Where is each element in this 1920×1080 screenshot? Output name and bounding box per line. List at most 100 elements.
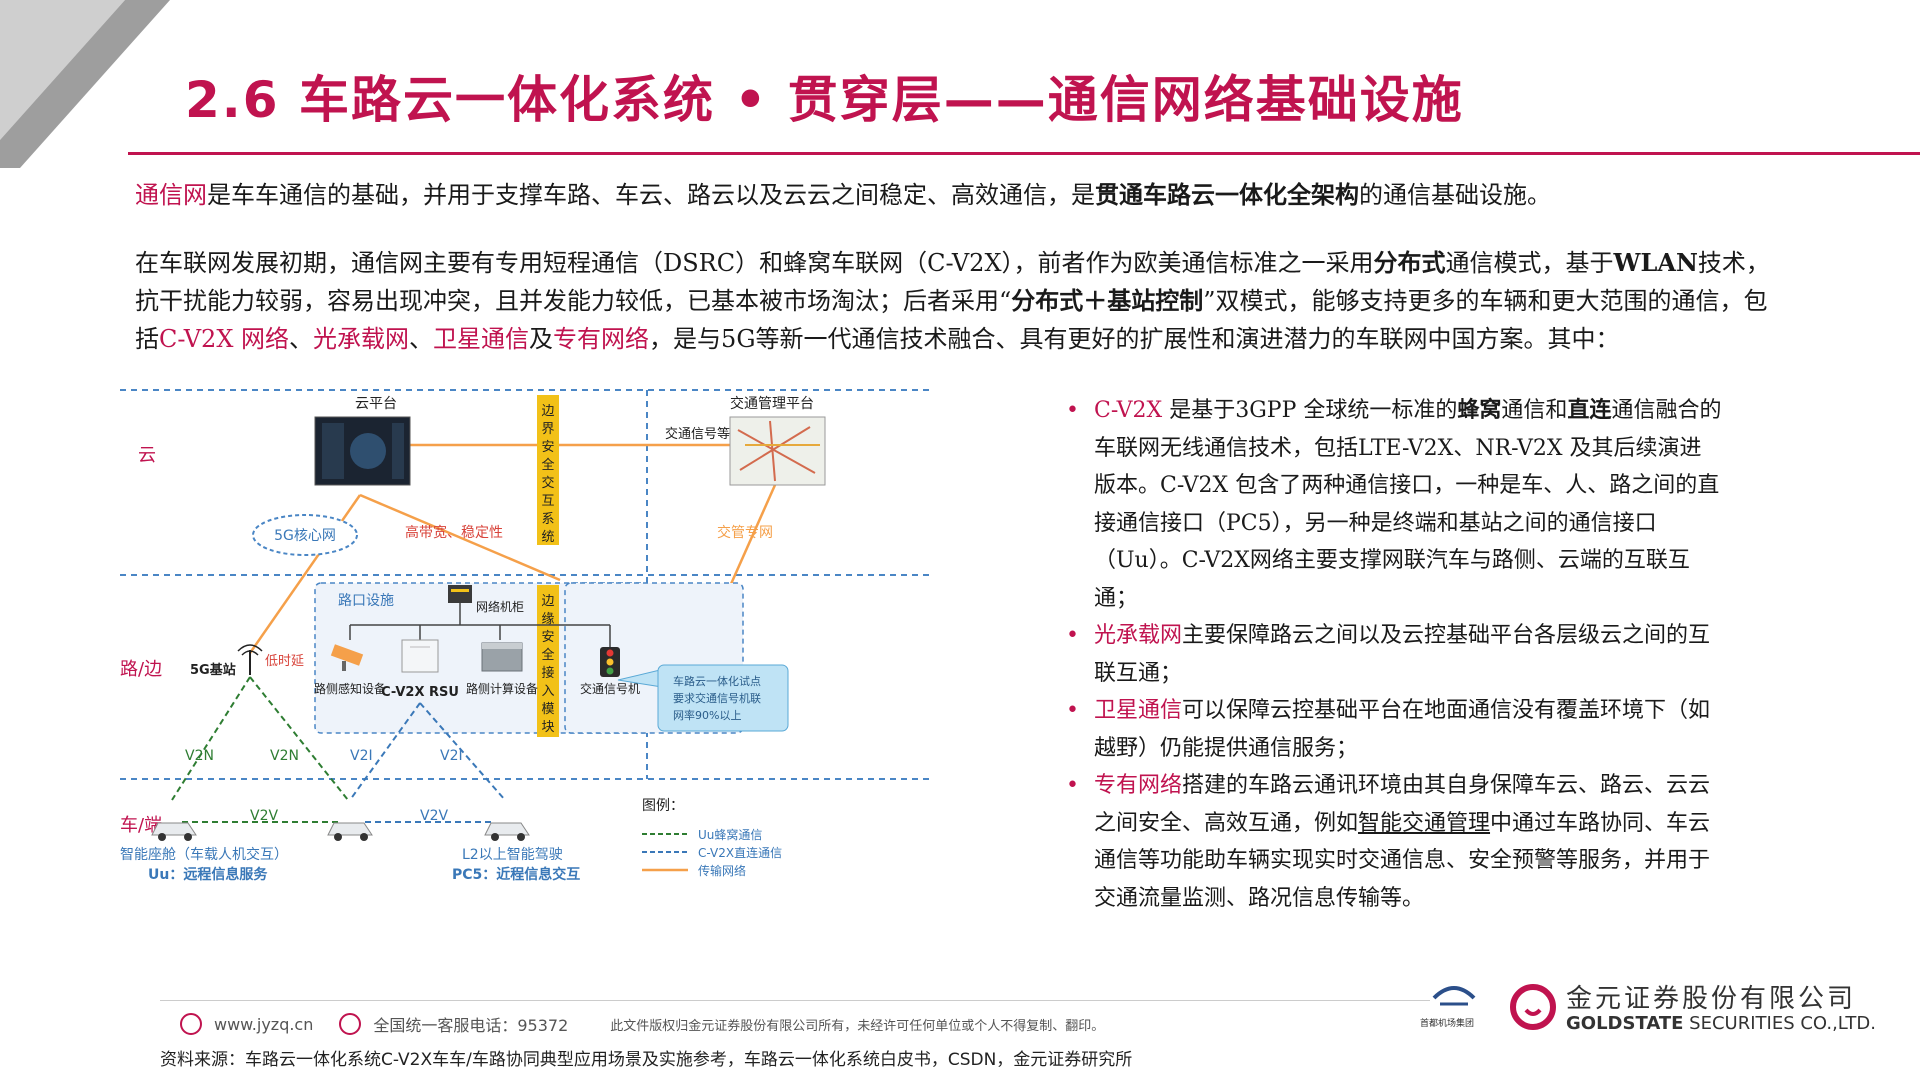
bullet-satellite-text: 可以保障云控基础平台在地面通信没有覆盖环境下（如越野）仍能提供通信服务； (1094, 698, 1711, 761)
p2-bold-3: 分布式＋基站控制 (1011, 286, 1204, 315)
globe-icon (180, 1013, 202, 1035)
bullet-satellite: 卫星通信可以保障云控基础平台在地面通信没有覆盖环境下（如越野）仍能提供通信服务； (1062, 692, 1722, 767)
car-left-caption-1: 智能座舱（车载人机交互） (120, 846, 288, 863)
company-name-en-bold: GOLDSTATE (1566, 1013, 1684, 1034)
svg-text:模: 模 (541, 702, 554, 717)
goldstate-logo-icon (1510, 984, 1556, 1030)
high-bandwidth-label: 高带宽、稳定性 (405, 524, 503, 541)
pc5-direct-lines (349, 702, 506, 823)
p2-text-3: 技术，抗干扰能力较弱，容易出现冲突，且并发能力较低，已基本被市场淘汰；后者采用“ (135, 249, 1770, 315)
bullet-cv2x: C-V2X 是基于3GPP 全球统一标准的蜂窝通信和直连通信融合的车联网无线通信… (1062, 392, 1722, 617)
core-network-label: 5G核心网 (274, 528, 336, 544)
car-right-caption-1: L2以上智能驾驶 (462, 847, 563, 863)
p2-text-4: ”双模式，能够支持更多的车辆和更大范围的通信，包括 (135, 287, 1768, 353)
airport-group-name: 首都机场集团 (1420, 1019, 1475, 1029)
svg-text:全: 全 (541, 457, 554, 473)
company-name-en-rest: SECURITIES CO.,LTD. (1683, 1013, 1876, 1034)
svg-text:入: 入 (541, 684, 554, 699)
svg-text:缘: 缘 (541, 612, 554, 627)
v2v-label-right: V2V (420, 808, 448, 824)
core-network-cloud-icon (252, 514, 358, 556)
footer-bar: www.jyzq.cn 全国统一客服电话：95372 此文件版权归金元证券股份有… (180, 1010, 1104, 1038)
svg-text:边: 边 (541, 594, 554, 609)
traffic-platform-label: 交通管理平台 (730, 395, 814, 412)
car-left-caption-2: Uu：远程信息服务 (148, 866, 268, 883)
title-divider (128, 152, 1920, 155)
page-title: 2.6 车路云一体化系统 • 贯穿层——通信网络基础设施 (185, 71, 1464, 129)
intro-text-1: 是车车通信的基础，并用于支撑车路、车云、路云以及云云之间稳定、高效通信，是 (207, 181, 1095, 209)
svg-text:全: 全 (541, 647, 554, 663)
v2v-label-left: V2V (250, 808, 278, 824)
bullet-cv2x-text-1: 是基于3GPP 全球统一标准的 (1162, 398, 1458, 423)
footer-website[interactable]: www.jyzq.cn (214, 1014, 314, 1034)
phone-icon (339, 1013, 362, 1035)
bullet-cv2x-bold-1: 蜂窝 (1457, 397, 1502, 423)
layer-label-cloud: 云 (138, 445, 156, 466)
p2-text-2: 通信模式，基于 (1445, 249, 1614, 277)
network-architecture-diagram: 云 路/边 车/端 云平台 交通管理平台 交通信号等 边 界 安 全 交 互 系… (120, 389, 930, 883)
bullet-optical-head: 光承载网 (1094, 623, 1183, 648)
layer-label-road: 路/边 (120, 659, 162, 680)
p2-sep-1: 、 (289, 325, 314, 353)
bullet-private-network: 专有网络搭建的车路云通讯环境由其自身保障车云、路云、云云之间安全、高效互通，例如… (1062, 767, 1722, 917)
bullet-cv2x-head: C-V2X (1094, 398, 1163, 423)
computing-device-icon (481, 642, 523, 672)
p2-sep-3: 及 (529, 325, 554, 353)
bullet-cv2x-bold-2: 直连 (1567, 397, 1612, 423)
p2-bold-2: WLAN (1613, 248, 1698, 277)
cloud-platform-screen (314, 416, 411, 486)
intro-highlight: 通信网 (135, 181, 207, 209)
svg-text:块: 块 (541, 720, 554, 735)
legend-title: 图例： (642, 798, 684, 814)
car-right-caption-2: PC5：近程信息交互 (452, 866, 580, 883)
network-cabinet-icon (448, 585, 472, 603)
bullet-list: C-V2X 是基于3GPP 全球统一标准的蜂窝通信和直连通信融合的车联网无线通信… (1062, 392, 1722, 917)
footer-divider (160, 1000, 1430, 1001)
history-paragraph: 在车联网发展初期，通信网主要有专用短程通信（DSRC）和蜂窝车联网（C-V2X）… (135, 244, 1785, 358)
p2-hl-satellite: 卫星通信 (433, 325, 530, 353)
signal-label: 交通信号等 (665, 426, 730, 442)
callout-line-3: 网率90%以上 (673, 708, 741, 722)
traffic-light-label: 交通信号机 (580, 681, 640, 696)
intro-text-2: 的通信基础设施。 (1359, 181, 1551, 209)
edge-security-box-bottom-overlay (537, 585, 559, 737)
airport-group-logo-icon (1432, 986, 1476, 1006)
bullet-satellite-head: 卫星通信 (1094, 698, 1183, 723)
corner-decoration (0, 0, 170, 168)
car-middle-icon (327, 822, 373, 841)
p2-sep-2: 、 (409, 325, 434, 353)
footer-copyright: 此文件版权归金元证券股份有限公司所有，未经许可任何单位或个人不得复制、翻印。 (610, 1018, 1105, 1034)
svg-text:交: 交 (541, 475, 554, 491)
intro-paragraph: 通信网是车车通信的基础，并用于支撑车路、车云、路云以及云云之间稳定、高效通信，是… (135, 176, 1785, 214)
v2n-label-right: V2N (270, 748, 299, 764)
edge-security-box-bottom-text-overlay: 边 缘 安 全 接 入 模 块 (541, 594, 554, 735)
bullet-optical: 光承载网主要保障路云之间以及云控基础平台各层级云之间的互联互通； (1062, 617, 1722, 692)
bullet-private-text-2: 中通过车路协同、车云通信等功能助车辆实现实时交通信息、安全预警等服务，并用于交通… (1094, 810, 1711, 911)
base-station-label: 5G基站 (190, 662, 236, 678)
svg-text:安: 安 (541, 440, 554, 455)
source-note: 资料来源：车路云一体化系统C-V2X车车/车路协同典型应用场景及实施参考，车路云… (160, 1050, 1133, 1070)
bullet-cv2x-text-2: 通信和 (1501, 398, 1568, 423)
base-station-icon (237, 644, 263, 675)
v2i-label-left: V2I (350, 748, 373, 764)
callout-bubble (617, 664, 789, 732)
callout-line-1: 车路云一体化试点 (673, 674, 761, 688)
p2-text-5: ，是与5G等新一代通信技术融合、具有更好的扩展性和演进潜力的车联网中国方案。其中… (649, 325, 1620, 353)
svg-text:互: 互 (541, 494, 554, 509)
traffic-network-label: 交管专网 (717, 524, 773, 541)
company-name-cn: 金元证券股份有限公司 (1566, 984, 1857, 1014)
bullet-private-underline: 智能交通管理 (1358, 810, 1491, 836)
rsu-label: C-V2X RSU (381, 685, 459, 700)
p2-hl-cv2x: C-V2X 网络 (159, 325, 290, 353)
p2-text-1: 在车联网发展初期，通信网主要有专用短程通信（DSRC）和蜂窝车联网（C-V2X）… (135, 249, 1374, 277)
facility-connection-lines (349, 603, 611, 647)
layer-label-vehicle: 车/端 (120, 815, 162, 836)
cloud-platform-label: 云平台 (355, 396, 397, 412)
svg-text:统: 统 (541, 530, 554, 545)
traffic-light-icon (600, 647, 620, 677)
svg-text:安: 安 (541, 630, 554, 645)
roadside-sensor-icon (330, 644, 364, 671)
company-logos: 首都机场集团 金元证券股份有限公司 GOLDSTATE SECURITIES C… (1420, 978, 1900, 1040)
edge-security-box-top (537, 395, 559, 545)
edge-security-box-top-text: 边 界 安 全 交 互 系 统 (541, 404, 554, 545)
